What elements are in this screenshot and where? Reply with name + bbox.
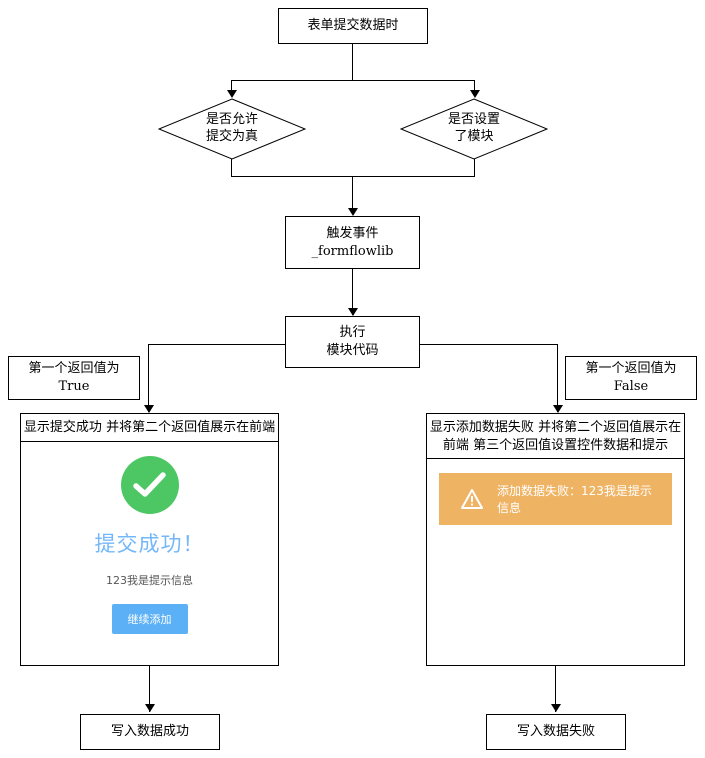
panel-fail-header: 显示添加数据失败 并将第二个返回值展示在前端 第三个返回值设置控件数据和提示	[427, 414, 684, 460]
check-circle-icon	[120, 455, 179, 514]
panel-success-header: 显示提交成功 并将第二个返回值展示在前端	[21, 414, 278, 442]
label-true-line2: True	[58, 379, 90, 394]
connector-success-to-end	[149, 666, 150, 712]
diamond-shape	[158, 98, 306, 160]
node-start: 表单提交数据时	[278, 8, 428, 44]
connector-run-left-bar	[148, 344, 285, 345]
success-head-line1: 显示提交成功	[23, 420, 102, 435]
node-trigger-event: 触发事件 _formflowlib	[285, 216, 420, 269]
fail-head-line1: 显示添加数据失败	[429, 420, 534, 435]
arrowhead-to-decision-allow	[227, 90, 237, 98]
node-decision-module: 是否设置 了模块	[400, 98, 548, 160]
connector-fail-to-end	[555, 666, 556, 712]
arrowhead-to-run-code	[348, 308, 358, 316]
trigger-event-line1: 触发事件	[326, 225, 379, 241]
connector-merge-down	[352, 176, 353, 212]
connector-trigger-to-run	[352, 269, 353, 315]
decision-module-line2: 了模块	[454, 129, 494, 144]
fail-head-line3: 第三个返回值设置控件数据和提示	[473, 437, 669, 453]
end-success-label: 写入数据成功	[110, 724, 189, 740]
panel-success-body: 提交成功！ 123我是提示信息 继续添加	[21, 442, 278, 656]
node-end-fail: 写入数据失败	[486, 714, 626, 750]
end-fail-label: 写入数据失败	[516, 724, 595, 740]
connector-allow-down	[231, 159, 232, 176]
arrowhead-to-end-fail	[551, 704, 561, 712]
arrowhead-to-success-panel	[144, 405, 154, 413]
error-alert: 添加数据失败：123我是提示信息	[439, 473, 672, 526]
connector-run-left-down	[148, 344, 149, 412]
success-head-line2: 并将第二个返回值展示在前端	[106, 420, 276, 435]
decision-allow-line2: 提交为真	[205, 129, 258, 144]
fail-head-line2: 并将第二个返回值展示在前端	[442, 420, 682, 453]
success-title: 提交成功！	[94, 531, 205, 556]
node-label-false: 第一个返回值为 False	[565, 356, 697, 400]
panel-fail-body: 添加数据失败：123我是提示信息	[427, 459, 684, 541]
arrowhead-to-end-success	[145, 704, 155, 712]
node-decision-allow: 是否允许 提交为真	[158, 98, 306, 160]
run-code-line1: 执行	[339, 325, 366, 341]
success-message: 123我是提示信息	[106, 573, 193, 587]
connector-module-down	[474, 159, 475, 176]
run-code-line2: 模块代码	[326, 343, 379, 358]
arrowhead-to-trigger-event	[348, 208, 358, 216]
panel-fail: 显示添加数据失败 并将第二个返回值展示在前端 第三个返回值设置控件数据和提示 添…	[426, 413, 685, 666]
check-mark-glyph	[132, 471, 166, 497]
label-false-line2: False	[613, 379, 649, 394]
warning-triangle-icon	[461, 489, 483, 510]
connector-start-down	[352, 44, 353, 80]
node-start-label: 表单提交数据时	[307, 18, 399, 34]
decision-module-line1: 是否设置	[447, 112, 500, 128]
error-alert-text: 添加数据失败：123我是提示信息	[497, 484, 652, 516]
connector-split-left	[231, 80, 232, 92]
node-run-code: 执行 模块代码	[285, 316, 420, 368]
decision-allow-line1: 是否允许	[205, 112, 258, 128]
connector-run-right-bar	[420, 344, 557, 345]
panel-success: 显示提交成功 并将第二个返回值展示在前端 提交成功！ 123我是提示信息 继续添…	[20, 413, 279, 666]
label-true-line1: 第一个返回值为	[28, 361, 120, 377]
connector-split-right	[474, 80, 475, 92]
connector-merge-bar	[231, 176, 475, 177]
connector-split-bar	[231, 80, 474, 81]
arrowhead-to-fail-panel	[553, 405, 563, 413]
continue-add-button[interactable]: 继续添加	[111, 603, 188, 634]
arrowhead-to-decision-module	[470, 90, 480, 98]
trigger-event-line2: _formflowlib	[311, 243, 394, 259]
node-label-true: 第一个返回值为 True	[8, 356, 140, 400]
label-false-line1: 第一个返回值为	[585, 361, 677, 377]
connector-run-right-down	[557, 344, 558, 412]
node-end-success: 写入数据成功	[80, 714, 220, 750]
